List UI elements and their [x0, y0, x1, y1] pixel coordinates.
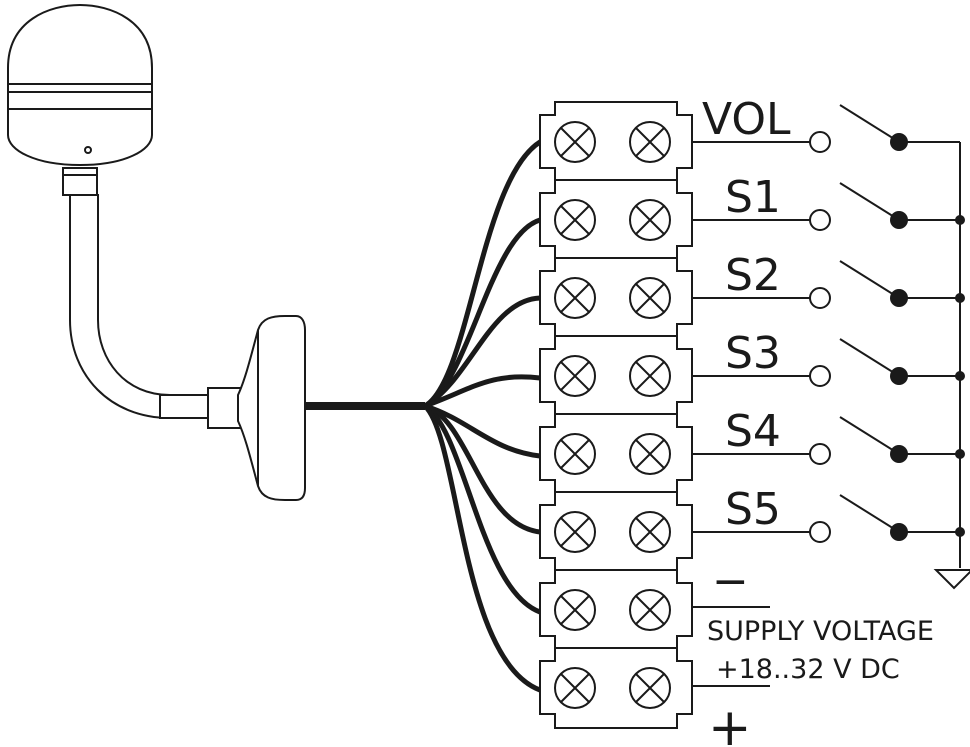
label-s4: S4	[725, 406, 781, 457]
terminal-row-7	[539, 569, 693, 651]
label-supply-voltage: SUPPLY VOLTAGE	[707, 616, 934, 647]
label-minus: −	[712, 556, 749, 607]
terminal-row-5	[539, 413, 693, 495]
contact-s5	[809, 521, 831, 543]
label-voltage-range: +18..32 V DC	[716, 654, 900, 685]
label-s2: S2	[725, 250, 781, 301]
contact-s3	[809, 365, 831, 387]
fanout-wires	[422, 139, 543, 693]
terminal-row-8	[539, 647, 693, 729]
label-s1: S1	[725, 172, 781, 223]
output-leads	[692, 141, 810, 687]
label-vol: VOL	[702, 94, 791, 145]
terminal-block	[539, 101, 693, 729]
label-s5: S5	[725, 484, 781, 535]
terminal-row-4	[539, 335, 693, 417]
contact-s4	[809, 443, 831, 465]
beacon	[7, 3, 306, 501]
contact-s2	[809, 287, 831, 309]
common-bus	[899, 141, 970, 590]
contact-s1	[809, 209, 831, 231]
terminal-row-6	[539, 491, 693, 573]
terminal-row-3	[539, 257, 693, 339]
terminal-row-2	[539, 179, 693, 261]
bus-junctions	[955, 215, 965, 537]
switch-contacts	[809, 131, 831, 543]
switch-pivots	[890, 133, 908, 541]
terminal-row-1	[539, 101, 693, 183]
beacon-base	[237, 315, 306, 501]
beacon-neck	[62, 167, 98, 196]
contact-vol	[809, 131, 831, 153]
label-s3: S3	[725, 328, 781, 379]
beacon-pole	[69, 194, 211, 419]
switch-levers	[839, 104, 900, 533]
label-plus: +	[708, 698, 752, 747]
ground-symbol	[933, 569, 970, 590]
